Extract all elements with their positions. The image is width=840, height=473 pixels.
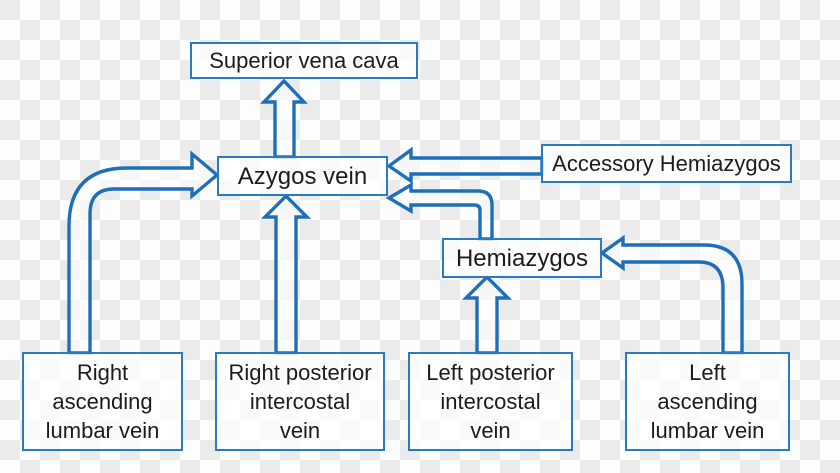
arrow-hemiazygos-to-azygos <box>385 182 494 241</box>
arrow-azygos-to-svc <box>260 78 308 159</box>
node-right-ascending-lumbar-vein: Right ascending lumbar vein <box>22 352 183 451</box>
node-hemiazygos: Hemiazygos <box>442 238 602 278</box>
arrow-accessory-to-azygos <box>386 146 544 185</box>
arrow-rpiv-to-azygos <box>260 193 312 355</box>
node-superior-vena-cava: Superior vena cava <box>190 42 418 79</box>
arrow-ralv-to-azygos <box>67 150 220 355</box>
node-left-posterior-intercostal-vein: Left posterior intercostal vein <box>408 352 573 451</box>
arrow-lpiv-to-hemiazygos <box>461 274 513 355</box>
node-azygos-vein: Azygos vein <box>217 156 388 196</box>
node-left-ascending-lumbar-vein: Left ascending lumbar vein <box>625 352 790 451</box>
node-right-posterior-intercostal-vein: Right posterior intercostal vein <box>215 352 385 451</box>
arrow-lalv-to-hemiazygos <box>599 234 744 355</box>
node-accessory-hemiazygos: Accessory Hemiazygos <box>541 144 792 183</box>
